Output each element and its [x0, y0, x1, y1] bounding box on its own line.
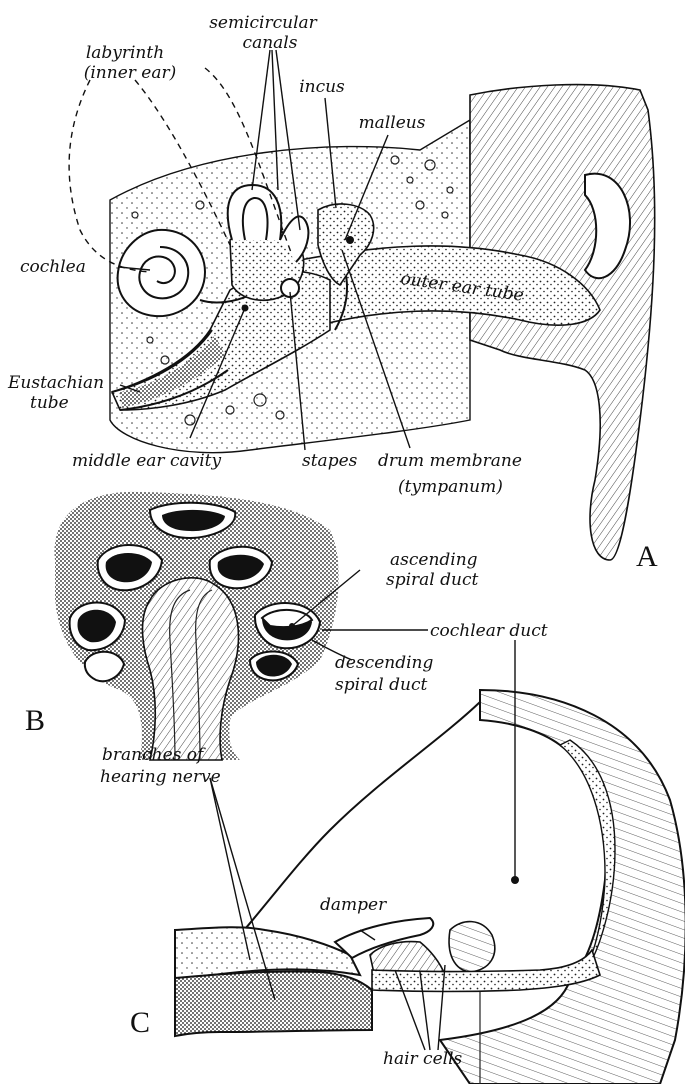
- label-cochlear-duct: cochlear duct: [430, 621, 548, 641]
- panel-label-a: A: [636, 540, 658, 573]
- label-descending-line1: descending: [335, 653, 433, 673]
- label-malleus: malleus: [359, 113, 426, 133]
- label-ascending-line1: ascending: [390, 550, 478, 570]
- label-branches-line2: hearing nerve: [100, 767, 221, 787]
- panel-c-drawing: [175, 690, 685, 1084]
- label-eustachian-line2: tube: [30, 393, 69, 413]
- label-semicircular-canals-line1: semicircular: [209, 13, 317, 33]
- label-incus: incus: [299, 77, 345, 97]
- label-semicircular-canals-line2: canals: [243, 33, 298, 53]
- label-ascending-line2: spiral duct: [386, 570, 478, 590]
- panel-a-drawing: [110, 85, 655, 560]
- label-stapes: stapes: [302, 451, 358, 471]
- label-cochlea: cochlea: [20, 257, 86, 277]
- label-labyrinth-line1: labyrinth: [86, 43, 164, 63]
- label-hair-cells: hair cells: [383, 1049, 463, 1069]
- label-drum-membrane-line1: drum membrane: [378, 451, 522, 471]
- panel-label-c: C: [130, 1006, 150, 1039]
- label-branches-line1: branches of: [102, 745, 206, 765]
- label-eustachian-line1: Eustachian: [7, 373, 104, 393]
- label-drum-membrane-line2: (tympanum): [398, 477, 503, 497]
- panel-label-b: B: [25, 704, 45, 737]
- label-middle-ear-cavity: middle ear cavity: [72, 451, 221, 471]
- panel-b-drawing: [55, 492, 339, 760]
- label-descending-line2: spiral duct: [335, 675, 427, 695]
- label-labyrinth-line2: (inner ear): [84, 63, 177, 83]
- label-damper: damper: [320, 895, 387, 915]
